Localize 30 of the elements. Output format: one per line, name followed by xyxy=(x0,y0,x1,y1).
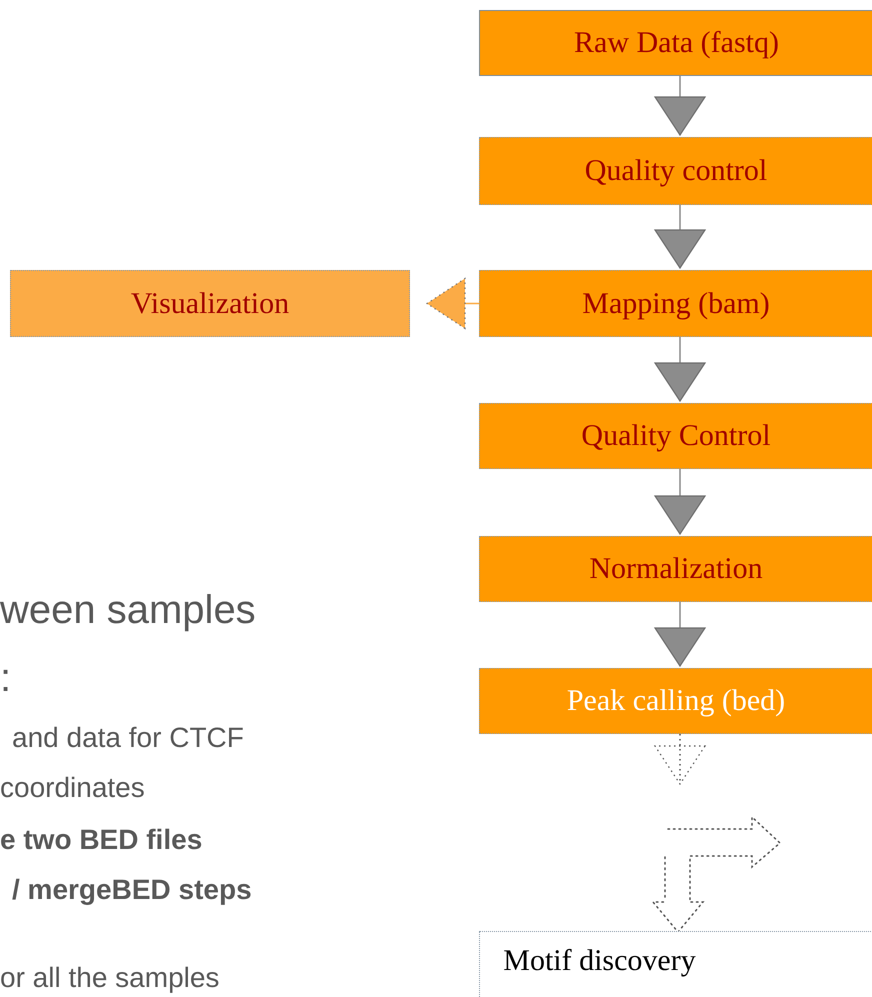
note-text: : xyxy=(0,656,12,701)
step-label: Raw Data (fastq) xyxy=(574,26,779,60)
step-label: Quality control xyxy=(584,154,768,188)
process-box xyxy=(479,668,872,734)
step-label: Visualization xyxy=(130,286,290,320)
step-label: Normalization xyxy=(589,552,763,586)
arrow xyxy=(652,815,782,933)
step-label: Motif discovery xyxy=(503,944,696,978)
note-text: e two BED files xyxy=(0,824,202,856)
arrow xyxy=(654,337,706,402)
process-box xyxy=(479,10,872,76)
note-text: coordinates xyxy=(0,772,145,804)
arrow xyxy=(654,734,706,785)
step-label: Mapping (bam) xyxy=(582,286,770,320)
arrow xyxy=(426,278,479,330)
step-label: Quality Control xyxy=(581,419,771,453)
arrow xyxy=(654,205,706,269)
arrow xyxy=(654,602,706,667)
note-text: / mergeBED steps xyxy=(12,874,252,906)
note-text: or all the samples xyxy=(0,962,220,994)
process-box xyxy=(479,270,872,337)
process-box xyxy=(479,931,872,997)
process-box xyxy=(479,137,872,205)
note-text: and data for CTCF xyxy=(12,722,244,754)
process-box xyxy=(10,270,410,337)
process-box xyxy=(479,536,872,602)
step-label: Peak calling (bed) xyxy=(566,684,786,718)
arrow xyxy=(654,469,706,535)
arrow xyxy=(654,76,706,136)
process-box xyxy=(479,403,872,469)
